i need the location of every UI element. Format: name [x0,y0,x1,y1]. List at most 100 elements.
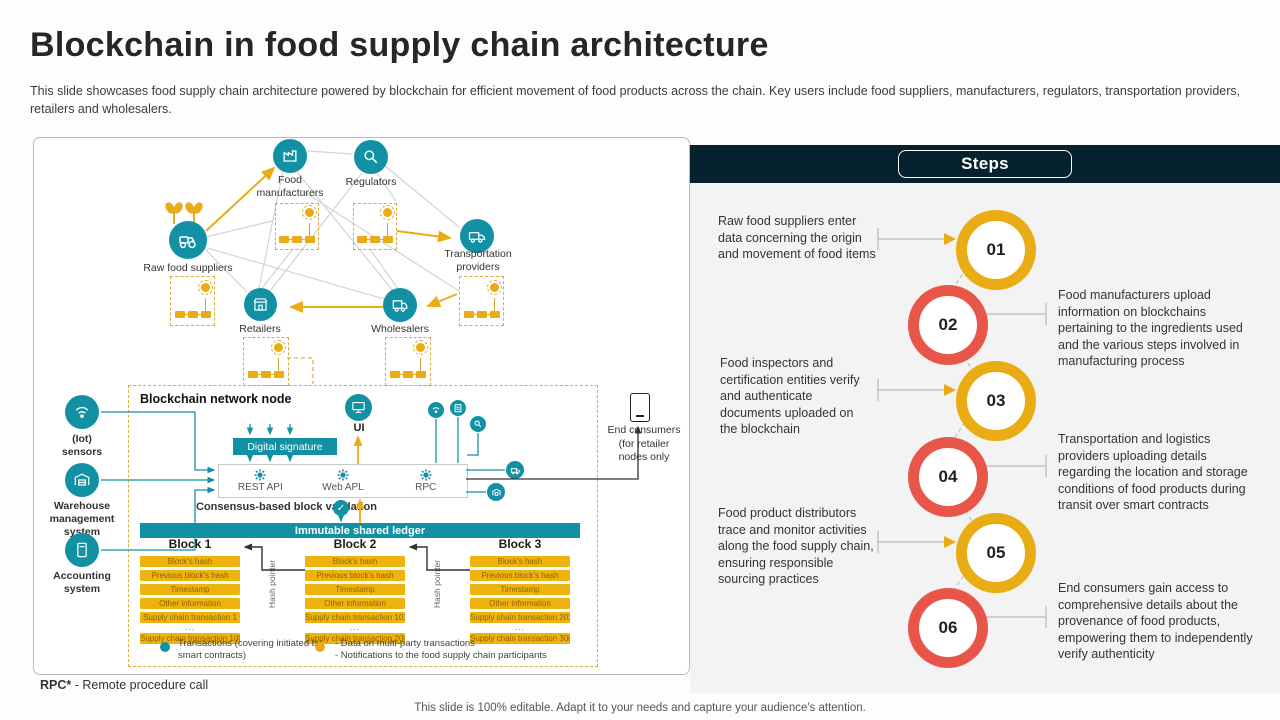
blockchain-node-box [385,337,431,386]
api-label: Web APL [322,482,364,493]
legend-item-transactions: Transactions (covering initiated by smar… [160,638,328,662]
step-number: 05 [986,543,1006,562]
footnote-term: RPC* [40,678,72,692]
checklist-mini-icon [450,400,466,416]
node-label: Regulators [345,176,397,188]
regulators-node [354,140,388,174]
gear-icon [337,469,349,481]
step-text-06: End consumers gain access to comprehensi… [1058,581,1253,661]
block-row: Previous block's hash [305,570,405,581]
ui-node [345,394,372,421]
check-icon: ✓ [333,500,349,516]
block-row: Block's hash [470,556,570,567]
step-text-02: Food manufacturers upload information on… [1058,288,1243,368]
store-icon [253,298,268,311]
block-title: Block 1 [168,537,212,551]
steps-header-bar: Steps [690,145,1280,183]
api-item: Web APL [302,465,385,497]
wheat-icon [165,202,203,224]
factory-icon [283,150,297,162]
step-text-04: Transportation and logistics providers u… [1058,432,1248,512]
block-title: Block 2 [333,537,377,551]
node-label: Wholesalers [371,323,429,335]
sensor-mini-icon [428,402,444,418]
step-text-03: Food inspectors and certification entiti… [720,356,860,436]
node-label: Food manufacturers [256,174,324,199]
mini-blockchain-icon [279,205,317,247]
mini-blockchain-icon [174,280,213,322]
delivery-truck-icon [392,300,408,312]
legend-line: - Data on multi-party transactions [335,638,475,649]
step-text-05: Food product distributors trace and moni… [718,506,874,586]
warehouse-icon [74,473,90,486]
block-row: Other information [470,598,570,609]
block-row: Block's hash [140,556,240,567]
api-label: REST API [237,482,283,493]
block-row: Other information [305,598,405,609]
steps-header: Steps [898,150,1072,178]
legend-item-data: - Data on multi-party transactions - Not… [315,638,575,662]
block-row: Other information [140,598,240,609]
step-number: 02 [938,315,958,334]
block-row: Supply chain transaction 100 [140,633,240,644]
ellipsis: ... [185,623,195,632]
ellipsis: ... [350,623,360,632]
transportation-providers-node [460,219,494,253]
step-text-01: Raw food suppliers enter data concerning… [718,214,876,261]
ellipsis: ... [515,623,525,632]
mini-blockchain-icon [248,340,286,382]
block-row: Supply chain transaction 101 [305,612,405,623]
raw-food-suppliers-node [169,221,207,259]
block-2: Block 2 Block's hash Previous block's ha… [305,537,405,644]
block-row: Timestamp [140,584,240,595]
warehouse-mini-icon [487,483,505,501]
iot-sensors-node [65,395,99,429]
node-label: Raw food suppliers [143,262,233,274]
legend-text: Transactions (covering initiated by smar… [178,638,322,661]
step-circle-03: 03 [956,361,1036,441]
wholesalers-node [383,288,417,322]
block-row: Timestamp [470,584,570,595]
yellow-dot-icon [315,642,325,652]
block-row: Supply chain transaction 300 [470,633,570,644]
block-row: Previous block's hash [140,570,240,581]
warehouse-system-node [65,463,99,497]
magnifier-icon [364,150,378,164]
dashed-ring [923,300,973,350]
step-circle-06: 06 [908,588,988,668]
step-circle-01: 01 [956,210,1036,290]
gear-icon [254,469,266,481]
block-title: Block 3 [498,537,542,551]
slide-description: This slide showcases food supply chain a… [30,84,1241,117]
api-box: REST API Web APL RPC [218,464,468,498]
blockchain-node-box [353,203,397,250]
hash-pointer-label: Hash pointer [267,559,277,609]
footnote: RPC* - Remote procedure call [40,678,208,692]
block-1: Block 1 Block's hash Previous block's ha… [140,537,240,644]
system-label: (Iot) sensors [61,433,103,459]
calculator-icon [77,542,87,558]
api-item: REST API [219,465,302,497]
step-circle-04: 04 [908,437,988,517]
api-item: RPC [384,465,467,497]
blockchain-node-box [275,203,319,250]
step-circle-02: 02 [908,285,988,365]
block-row: Previous block's hash [470,570,570,581]
footnote-text: - Remote procedure call [71,678,209,692]
wifi-icon [75,406,89,419]
retailers-node [244,288,277,321]
smartphone-icon [630,393,650,422]
step-number: 06 [938,618,958,637]
truck-mini-icon [506,461,524,479]
blockchain-node-box [170,276,215,326]
legend-line: - Notifications to the food supply chain… [335,649,547,661]
dashed-ring [923,603,973,653]
block-row: Supply chain transaction 1 [140,612,240,623]
blockchain-node-box [243,337,289,386]
page-title: Blockchain in food supply chain architec… [30,26,769,64]
monitor-icon [352,401,365,414]
blockchain-node-box [459,276,504,326]
mini-blockchain-icon [463,280,502,322]
accounting-system-node [65,533,99,567]
